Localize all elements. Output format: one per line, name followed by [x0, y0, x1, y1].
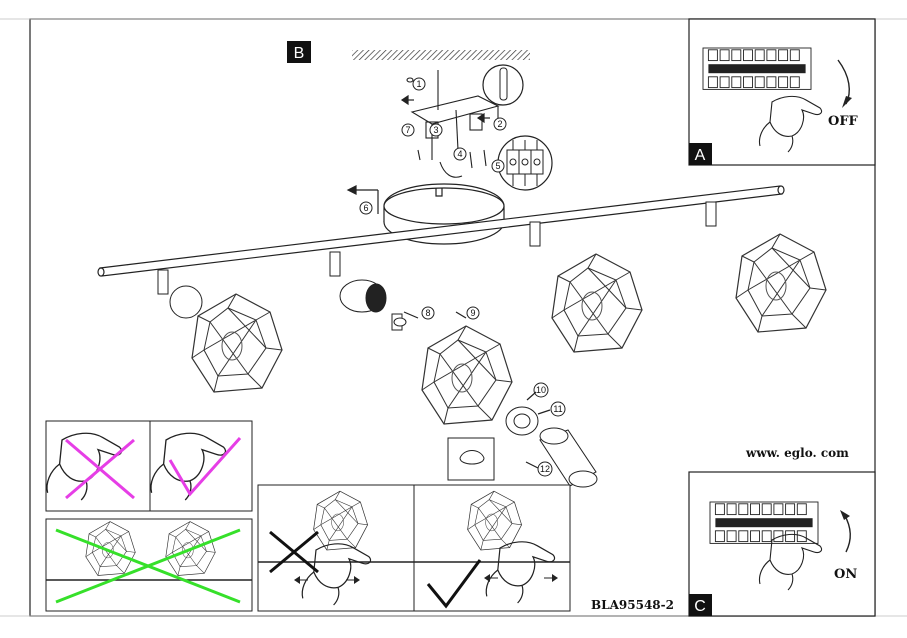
rod-icon	[499, 67, 508, 101]
green-cross	[55, 528, 241, 604]
wrong-cross	[65, 438, 135, 500]
step-6: 6	[363, 203, 368, 213]
bulb-right-panel	[149, 420, 253, 512]
off-label: OFF	[828, 114, 859, 129]
right-check-adjust	[426, 559, 482, 609]
step-1: 1	[416, 79, 421, 89]
panel-c	[688, 471, 876, 617]
bulb-icon	[393, 317, 407, 327]
shade-ring	[505, 406, 539, 436]
spot-lamp-shade-detached	[421, 325, 513, 425]
tube-cover	[539, 427, 598, 488]
spot-lamp-4	[705, 201, 827, 333]
document-code: BLA95548-2	[591, 598, 674, 612]
website-url: www. eglo. com	[745, 446, 849, 460]
section-c-label: C	[694, 598, 706, 615]
on-label: ON	[834, 567, 857, 582]
spot-lamp-3	[529, 221, 643, 353]
clip-icon	[459, 450, 485, 465]
step-7: 7	[405, 125, 410, 135]
step-10: 10	[536, 385, 546, 395]
section-a-box	[689, 143, 712, 165]
step-5: 5	[495, 161, 500, 171]
panel-a	[688, 18, 876, 166]
spot-lamp-2-socket	[329, 251, 403, 331]
wrong-x	[269, 530, 319, 574]
step-9: 9	[470, 308, 475, 318]
section-a-label: A	[695, 147, 706, 164]
mounting-bracket-diagram	[406, 70, 500, 178]
section-b-label: B	[294, 45, 305, 62]
step-12: 12	[540, 464, 550, 474]
terminal-block-icon	[506, 140, 544, 186]
section-c-box	[689, 594, 712, 616]
step-11: 11	[553, 404, 562, 414]
adjust-wrong-panel	[257, 484, 415, 612]
step-4: 4	[457, 149, 462, 159]
detail-box-clip	[447, 437, 495, 481]
adjust-right-panel	[413, 484, 571, 612]
detail-circle-rod	[482, 64, 524, 106]
step-callouts	[359, 77, 566, 477]
canopy-base	[383, 183, 505, 245]
step-8: 8	[425, 308, 430, 318]
step-numbers: 1 2 3 4 5 6 7 8 9 10 11 12	[363, 79, 562, 474]
right-check	[168, 437, 242, 497]
step-2: 2	[497, 119, 502, 129]
assembly-arrows	[346, 94, 551, 469]
section-b-box	[287, 41, 311, 63]
spot-bar	[97, 185, 785, 277]
step-3: 3	[433, 125, 438, 135]
ceiling-hatch	[352, 50, 530, 60]
spot-lamp-1	[157, 269, 283, 393]
